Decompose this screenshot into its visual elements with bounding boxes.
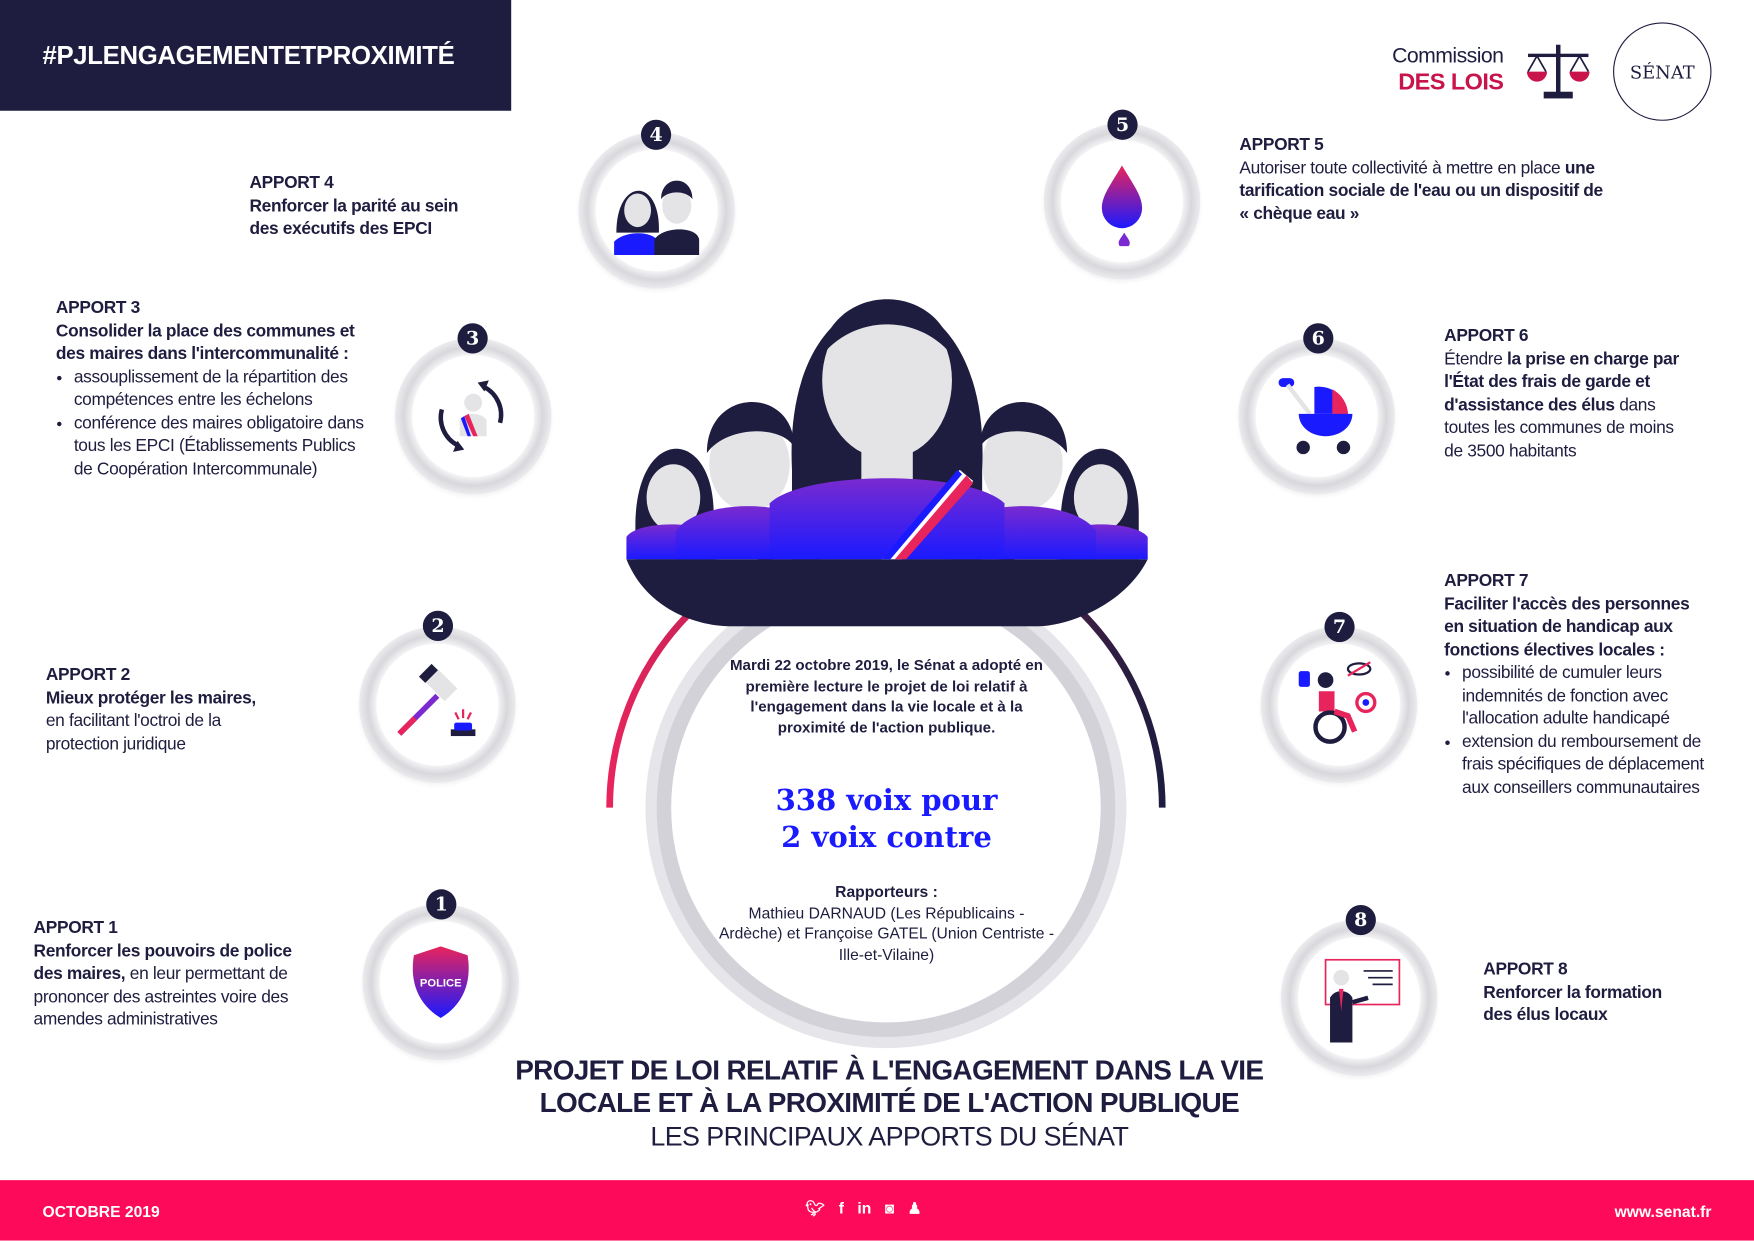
- footer-date: OCTOBRE 2019: [42, 1202, 160, 1221]
- apport-7-bullets: possibilité de cumuler leurs indemnités …: [1444, 662, 1707, 800]
- apport-7-bold: Faciliter l'accès des personnes en situa…: [1444, 594, 1690, 660]
- senat-logo: SÉNAT: [1613, 22, 1712, 121]
- woman-man-icon: [614, 180, 700, 256]
- number-badge-6: 6: [1303, 323, 1334, 354]
- apport-3-text: APPORT 3 Consolider la place des commune…: [56, 298, 369, 481]
- gavel-icon: [397, 663, 476, 737]
- number-badge-4: 4: [640, 119, 672, 150]
- apport-4-bold: Renforcer la parité au sein des exécutif…: [249, 196, 459, 239]
- apport-3-ring: [394, 337, 552, 495]
- apport-6-label: APPORT 6: [1444, 326, 1529, 346]
- twitter-icon[interactable]: 🐦︎: [805, 1199, 826, 1218]
- apport-2-bold: Mieux protéger les maires,: [45, 688, 256, 708]
- apport-4-label: APPORT 4: [249, 173, 334, 193]
- apport-8-bold: Renforcer la formation des élus locaux: [1483, 982, 1662, 1025]
- water-drop-icon: [1101, 165, 1143, 247]
- apport-1-ring: POLICE: [362, 903, 520, 1061]
- apport-8-text: APPORT 8 Renforcer la formation des élus…: [1483, 959, 1684, 1028]
- hashtag: #PJLENGAGEMENTETPROXIMITÉ: [42, 40, 455, 70]
- elected-officials-illustration: [626, 299, 1148, 627]
- des-lois-label: DES LOIS: [1398, 69, 1504, 96]
- police-badge-icon: POLICE: [412, 946, 469, 1018]
- apport-5-text: APPORT 5 Autoriser toute collectivité à …: [1239, 134, 1608, 226]
- apport-2-ring: [359, 626, 516, 784]
- apport-3-bullet: conférence des maires obligatoire dans t…: [74, 412, 369, 481]
- apport-3-label: APPORT 3: [55, 298, 140, 318]
- apport-6-text: APPORT 6 Étendre la prise en charge par …: [1444, 326, 1690, 464]
- apport-5-label: APPORT 5: [1239, 135, 1324, 155]
- apport-7-ring: [1260, 626, 1418, 784]
- rapporteurs: Rapporteurs : Mathieu DARNAUD (Les Répub…: [716, 881, 1057, 964]
- votes-for: 338 voix pour: [775, 784, 998, 818]
- number-badge-1: 1: [426, 889, 457, 920]
- apport-6-rest: dans toutes les communes de moins de 350…: [1444, 395, 1674, 461]
- snapchat-icon[interactable]: ♟: [907, 1199, 922, 1218]
- website-link[interactable]: www.senat.fr: [1614, 1202, 1712, 1221]
- apport-2-label: APPORT 2: [45, 665, 130, 685]
- number-badge-8: 8: [1345, 904, 1376, 936]
- apport-1-rest: en leur permettant de prononcer des astr…: [33, 964, 289, 1030]
- apport-1-text: APPORT 1 Renforcer les pouvoirs de polic…: [34, 917, 314, 1032]
- apport-3-bullets: assouplissement de la répartition des co…: [56, 366, 369, 481]
- apport-2-text: APPORT 2 Mieux protéger les maires, en f…: [46, 664, 292, 756]
- instagram-icon[interactable]: ◙: [884, 1199, 895, 1218]
- apport-2-rest: en facilitant l'octroi de la protection …: [45, 711, 221, 754]
- rapporteurs-names: Mathieu DARNAUD (Les Républicains - Ardè…: [718, 903, 1055, 963]
- commission-logo: Commission DES LOIS: [1383, 45, 1504, 96]
- social-links: 🐦︎ f in ◙ ♟: [805, 1199, 921, 1218]
- apport-6-intro: Étendre: [1444, 349, 1508, 369]
- apport-7-bullet: extension du remboursement de frais spéc…: [1462, 731, 1707, 800]
- apport-4-ring: [578, 131, 735, 289]
- apport-5-intro: Autoriser toute collectivité à mettre en…: [1239, 158, 1565, 178]
- main-title: PROJET DE LOI RELATIF À L'ENGAGEMENT DAN…: [425, 1055, 1353, 1120]
- apport-7-label: APPORT 7: [1444, 571, 1529, 591]
- number-badge-2: 2: [422, 610, 454, 641]
- subtitle: LES PRINCIPAUX APPORTS DU SÉNAT: [650, 1121, 1129, 1153]
- apport-5-bold: une tarification sociale de l'eau ou un …: [1239, 158, 1603, 224]
- apport-7-text: APPORT 7 Faciliter l'accès des personnes…: [1444, 570, 1707, 799]
- apport-3-bold: Consolider la place des communes et des …: [55, 321, 355, 364]
- title-line-1: PROJET DE LOI RELATIF À L'ENGAGEMENT DAN…: [515, 1054, 1264, 1087]
- footer: OCTOBRE 2019 🐦︎ f in ◙ ♟ www.senat.fr: [0, 1180, 1754, 1241]
- training-icon: [1324, 958, 1401, 1043]
- number-badge-7: 7: [1324, 611, 1355, 643]
- apport-3-bullet: assouplissement de la répartition des co…: [74, 366, 369, 412]
- mayor-cycle-icon: [438, 380, 504, 452]
- scales-icon: [1526, 44, 1590, 99]
- number-badge-5: 5: [1107, 109, 1138, 140]
- facebook-icon[interactable]: f: [838, 1199, 844, 1218]
- apport-6-ring: [1238, 337, 1395, 495]
- linkedin-icon[interactable]: in: [857, 1199, 872, 1218]
- apport-8-ring: [1280, 919, 1438, 1077]
- apport-1-label: APPORT 1: [33, 918, 118, 938]
- senat-logo-text: SÉNAT: [1629, 60, 1695, 83]
- stroller-icon: [1278, 378, 1353, 455]
- wheelchair-icon: [1298, 661, 1377, 744]
- commission-label: Commission: [1392, 44, 1504, 69]
- apport-6-bold: la prise en charge par l'État des frais …: [1444, 349, 1679, 415]
- vote-results: 338 voix pour 2 voix contre: [716, 783, 1057, 857]
- apport-8-label: APPORT 8: [1483, 959, 1568, 979]
- votes-against: 2 voix contre: [781, 821, 992, 855]
- apport-7-bullet: possibilité de cumuler leurs indemnités …: [1462, 662, 1707, 731]
- apport-1-bold: Renforcer les pouvoirs de police des mai…: [33, 941, 292, 984]
- police-badge-text: POLICE: [420, 978, 462, 990]
- central-arc: [606, 528, 1166, 1049]
- rapporteurs-label: Rapporteurs :: [835, 882, 938, 901]
- adoption-statement: Mardi 22 octobre 2019, le Sénat a adopté…: [729, 656, 1044, 736]
- apport-5-ring: [1043, 123, 1201, 280]
- apport-4-text: APPORT 4 Renforcer la parité au sein des…: [249, 172, 484, 241]
- hashtag-banner: #PJLENGAGEMENTETPROXIMITÉ: [0, 0, 512, 111]
- number-badge-3: 3: [457, 323, 488, 354]
- title-line-2: LOCALE ET À LA PROXIMITÉ DE L'ACTION PUB…: [539, 1087, 1240, 1119]
